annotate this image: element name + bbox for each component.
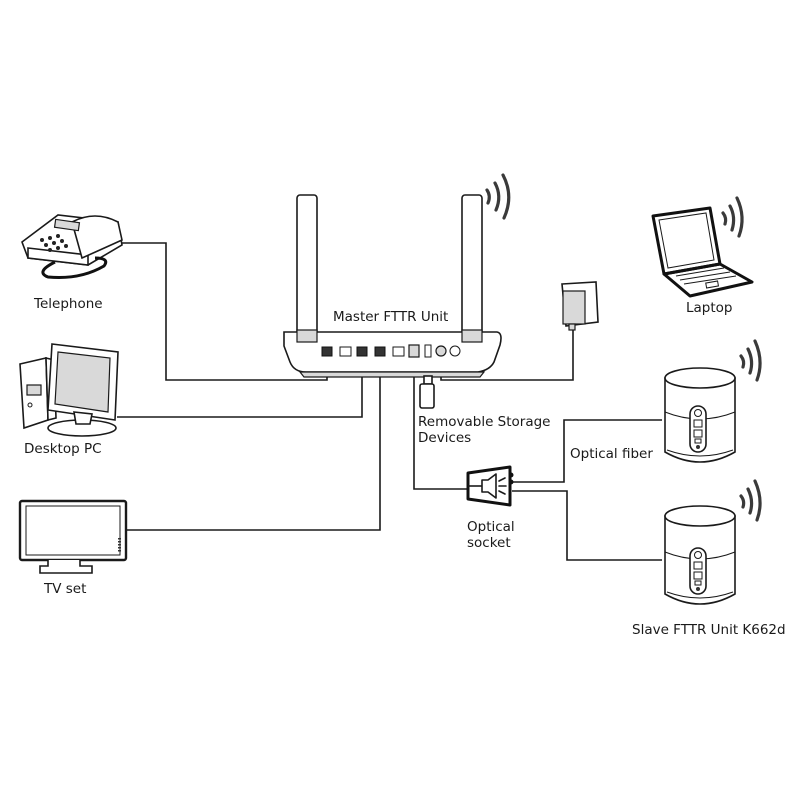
laptop-icon[interactable]	[651, 196, 754, 298]
router-base	[298, 371, 486, 378]
port-lan4[interactable]	[392, 346, 405, 357]
removable-storage-label: Removable Storage Devices	[418, 414, 551, 446]
optical-socket-icon[interactable]	[466, 465, 514, 507]
antenna-left	[296, 194, 318, 346]
tv-set-icon[interactable]	[18, 499, 128, 574]
wifi-icon	[739, 339, 762, 382]
antenna-right	[461, 194, 483, 346]
desktop-pc-icon[interactable]	[19, 343, 119, 437]
power-adapter-icon[interactable]	[561, 281, 599, 331]
wifi-icon	[739, 479, 762, 522]
port-power[interactable]	[435, 345, 447, 357]
optical-fiber-label: Optical fiber	[570, 446, 653, 462]
wire-master-optical-socket	[413, 355, 468, 490]
port-tel[interactable]	[321, 346, 333, 357]
router-ports	[321, 344, 461, 358]
tv-set-label: TV set	[44, 581, 87, 597]
usb-storage-icon[interactable]	[419, 375, 435, 409]
master-fttr-unit-label: Master FTTR Unit	[333, 309, 449, 325]
port-usb[interactable]	[424, 344, 432, 358]
antenna-hinge-left	[296, 329, 318, 343]
port-lan3[interactable]	[374, 346, 386, 357]
master-fttr-unit[interactable]	[283, 173, 511, 378]
telephone-icon[interactable]	[21, 214, 123, 279]
optical-socket-label: Optical socket	[467, 519, 515, 551]
router-body	[283, 331, 502, 373]
desktop-pc-label: Desktop PC	[24, 441, 102, 457]
wire-tv-master	[126, 355, 381, 531]
telephone-label: Telephone	[34, 296, 103, 312]
slave-fttr-unit-2[interactable]	[664, 479, 762, 605]
wire-fiber-slave-2	[512, 490, 662, 561]
slave-fttr-unit-1[interactable]	[664, 339, 762, 463]
antenna-hinge-right	[461, 329, 483, 343]
wifi-icon	[485, 173, 511, 220]
port-optical[interactable]	[408, 344, 420, 358]
power-button[interactable]	[449, 345, 461, 357]
port-lan1[interactable]	[339, 346, 352, 357]
port-lan2[interactable]	[356, 346, 368, 357]
wifi-icon	[721, 196, 744, 238]
wire-fiber-slave-1	[512, 419, 662, 483]
laptop-label: Laptop	[686, 300, 733, 316]
slave-fttr-unit-label: Slave FTTR Unit K662d	[632, 622, 786, 638]
